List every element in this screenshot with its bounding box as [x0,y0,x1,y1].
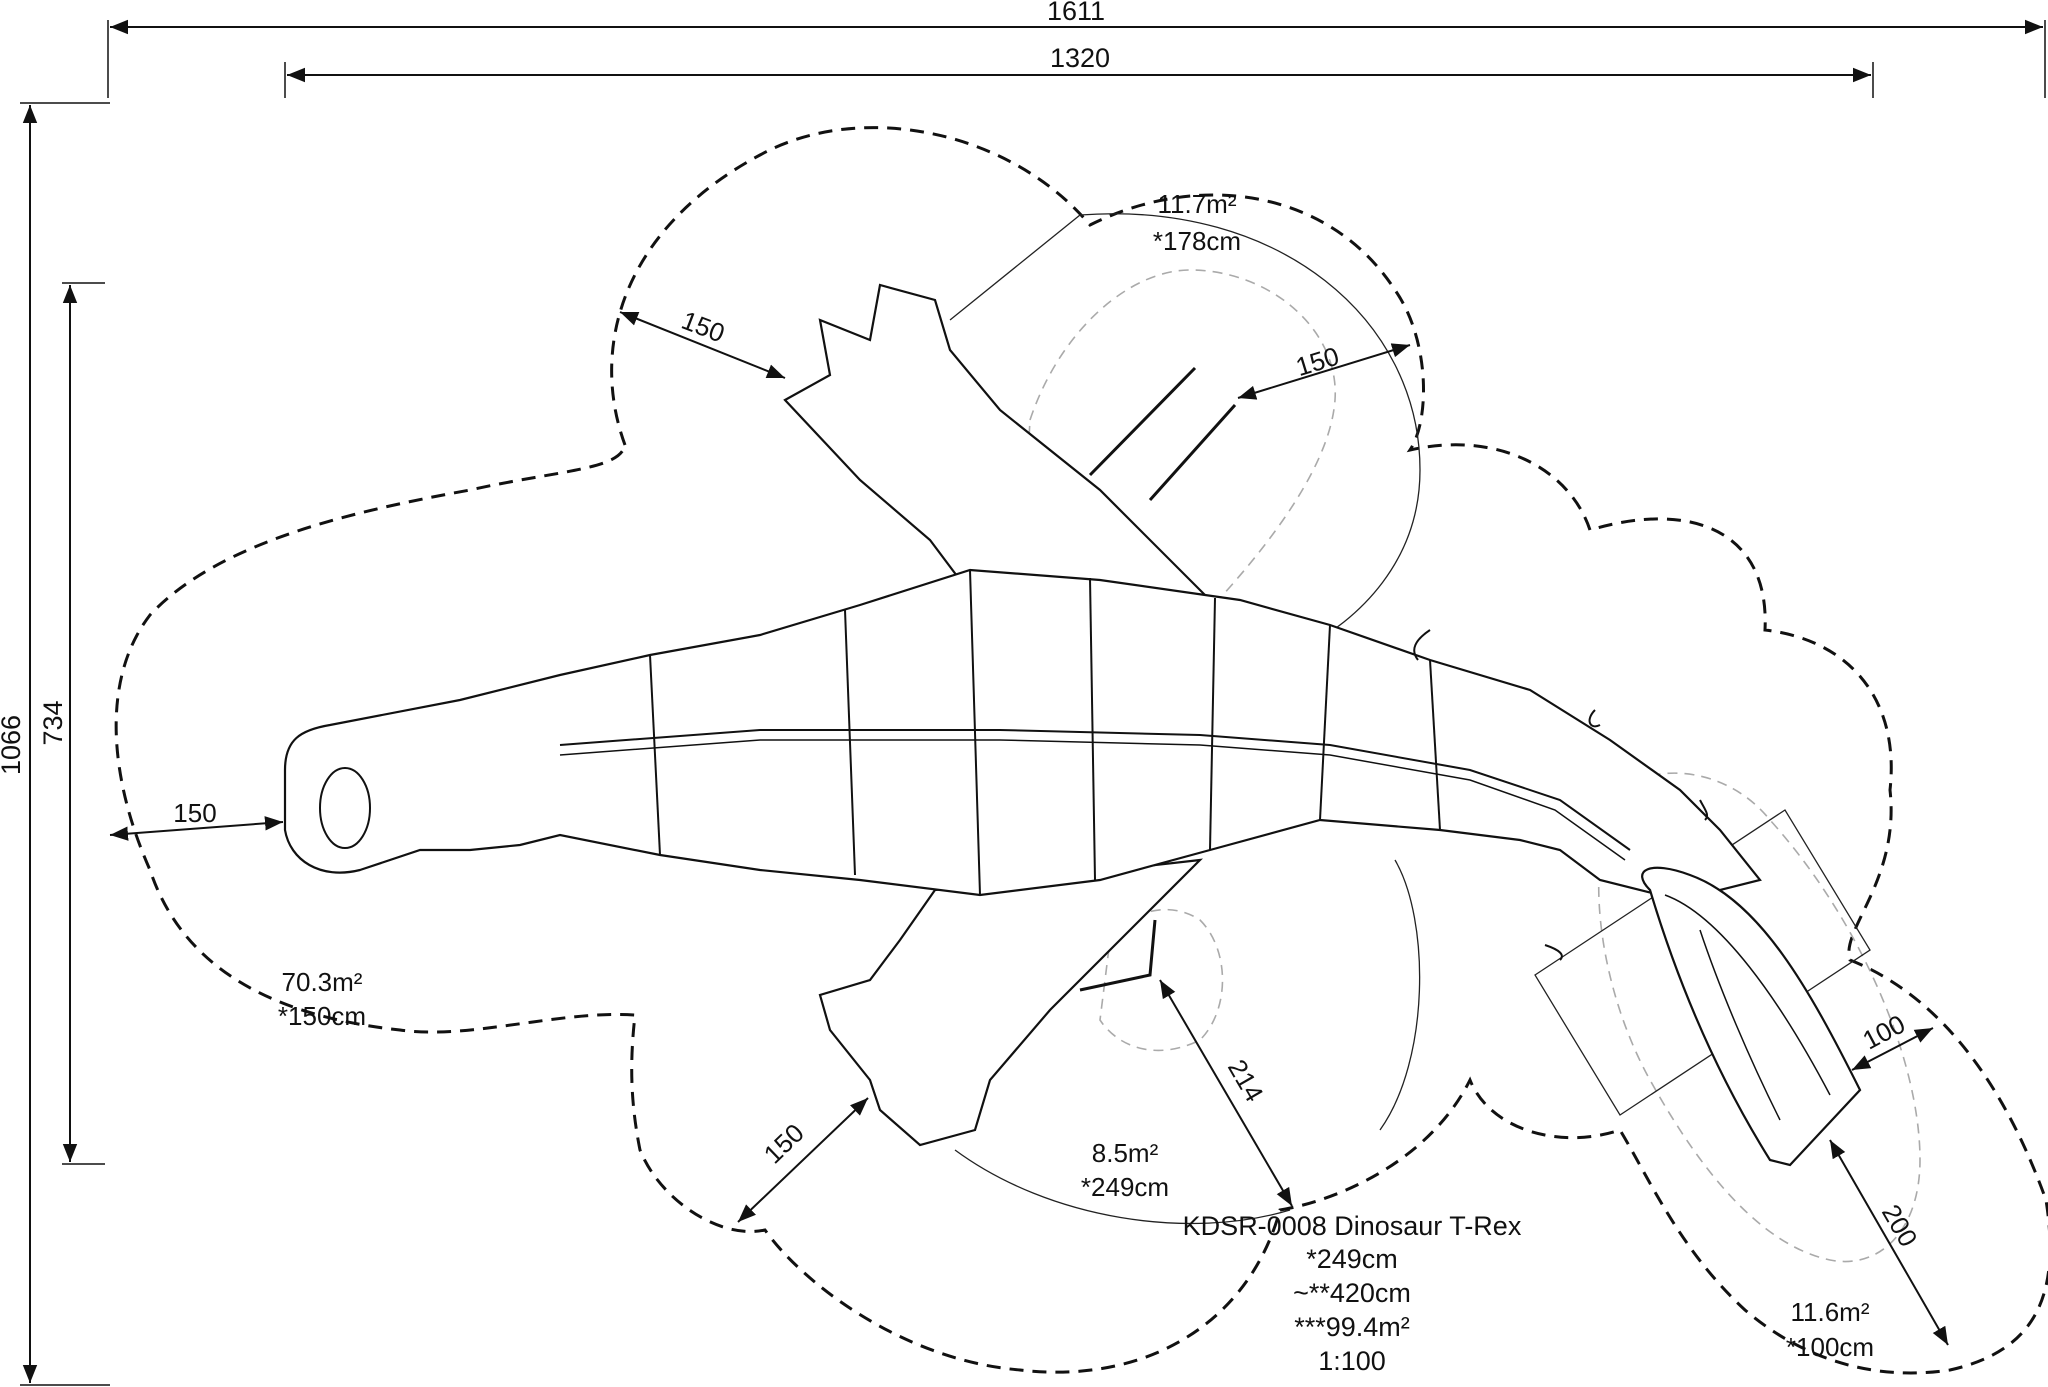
zone-height: *100cm [1786,1332,1874,1362]
dimension-label: 150 [678,305,729,349]
dimension-label: 100 [1858,1009,1910,1056]
clearance-top-right: 150 [1237,341,1411,400]
clearance-top-left: 150 [619,305,786,379]
zone-label-top: 11.7m² *178cm [1153,189,1241,256]
dimension-structure-width: 1320 [284,43,1874,98]
dinosaur-body [283,568,1762,902]
upper-leg [783,283,1213,642]
dimension-label: 1320 [1050,43,1110,73]
zone-height: *150cm [278,1001,366,1031]
zone-area: 8.5m² [1092,1138,1159,1168]
product-info: KDSR-0008 Dinosaur T-Rex *249cm ~**420cm… [1183,1211,1522,1376]
zone-area: 70.3m² [282,967,363,997]
slide [1641,866,1862,1167]
construction-lines [949,213,1421,1225]
product-title: KDSR-0008 Dinosaur T-Rex [1183,1211,1522,1241]
dimension-label: 1066 [0,715,26,775]
dimension-overall-width: 1611 [107,0,2046,98]
product-scale: 1:100 [1318,1346,1386,1376]
dimension-label: 150 [173,798,216,828]
spine [559,729,1631,851]
safety-zone-outline [114,126,2048,1375]
product-free-height: ~**420cm [1293,1278,1411,1308]
clearance-left: 150 [109,798,284,841]
dimension-structure-height: 734 [38,282,105,1165]
head-mouth [319,767,371,849]
zone-area: 11.7m² [1158,189,1237,219]
zone-label-main: 70.3m² *150cm [278,967,366,1031]
lower-leg [818,858,1204,1147]
zone-area: 11.6m² [1791,1297,1870,1327]
dinosaur-structure [283,283,1862,1167]
spine-inner [559,739,1626,861]
zone-label-middle: 8.5m² *249cm [1081,1138,1169,1202]
dimension-label: 1611 [1047,0,1105,26]
clearance-bottom-left: 150 [737,1097,869,1223]
clearance-slide-width: 100 [1851,1009,1934,1071]
dimension-label: 150 [1292,341,1342,382]
dimension-label: 200 [1876,1199,1924,1252]
zone-label-slide: 11.6m² *100cm [1786,1297,1874,1362]
zone-height: *178cm [1153,226,1241,256]
zone-height: *249cm [1081,1172,1169,1202]
dimension-overall-height: 1066 [0,102,110,1386]
product-fall-height: *249cm [1306,1244,1398,1274]
product-total-area: ***99.4m² [1294,1312,1410,1342]
hatched-zone-top [1019,269,1336,672]
dimension-label: 734 [38,700,68,745]
clearance-slide-side: 214 [1159,979,1293,1207]
